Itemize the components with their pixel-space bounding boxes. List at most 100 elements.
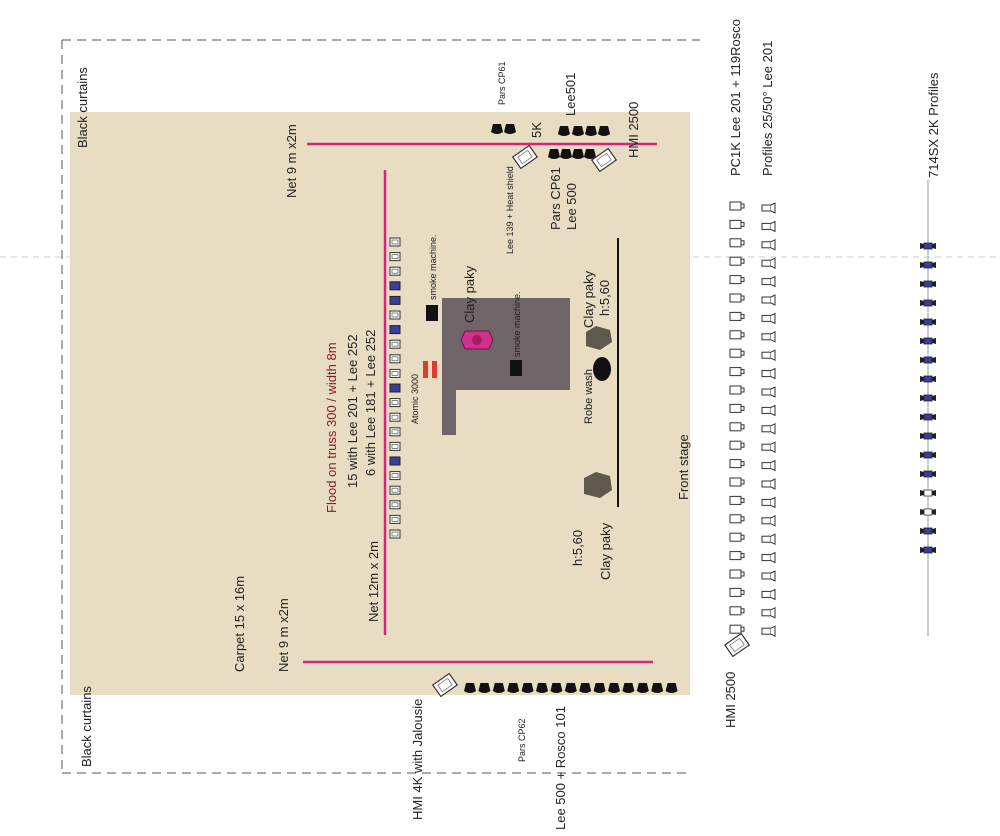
profile-fixture [761,607,776,619]
profile-714sx-fixture [919,375,937,383]
label-clay-paky-1: Clay paky [462,265,477,323]
truss-flood-fixture [389,500,401,510]
par-fixture [536,683,548,693]
label-hmi-4k: HMI 4K with Jalousie [410,699,425,820]
par-fixture [598,126,610,136]
truss-flood-fixture [389,529,401,539]
profile-714sx-fixture [919,280,937,288]
label-profiles: Profiles 25/50° Lee 201 [760,41,775,176]
par-fixture [622,683,635,693]
profile-fixture [761,276,776,288]
stage-carpet [70,112,690,695]
profile-714sx-fixture [919,527,937,535]
profile-fixture [761,423,776,435]
par-fixture [492,683,505,693]
truss-flood-fixture [389,471,401,481]
label-lee500-rosco: Lee 500 + Rosco 101 [553,706,568,830]
pc1k-fixture [729,275,745,285]
pc1k-fixture [729,477,745,487]
truss-flood-fixture [389,325,401,335]
pc1k-fixture [729,606,745,616]
profile-fixture [761,588,776,600]
truss-flood-fixture [389,237,401,247]
pc1k-fixture [729,495,745,505]
profile-fixture [761,220,776,232]
bottom-pars [464,683,678,693]
flood-truss-fixtures [389,237,401,539]
label-h560-2: h:5,60 [570,530,585,566]
profile-fixture [761,368,776,380]
profile-714sx-fixture [919,337,937,345]
truss-flood-fixture [389,441,401,451]
par-fixture [550,683,563,693]
pc1k-fixture [729,569,745,579]
truss-flood-fixture [389,368,401,378]
pc1k-fixture [729,201,745,211]
label-lee501: Lee501 [563,73,578,116]
label-smoke-machine-1: smoke machine. [428,234,438,300]
label-flood-truss: Flood on truss 300 / width 8m [324,342,339,513]
par-fixture [585,126,597,136]
truss-flood-fixture [389,427,401,437]
profile-fixture [761,570,776,582]
truss-flood-fixture [389,412,401,422]
clay-paky-front-1 [586,326,612,350]
pc1k-fixture [729,219,745,229]
profile-fixture [761,257,776,269]
truss-flood-fixture [389,514,401,524]
truss-flood-fixture [389,295,401,305]
profile-714sx-fixture [919,508,937,516]
label-pars-cp61-mid: Pars CP61 [548,167,563,230]
profile-fixture [761,349,776,361]
label-lee500-mid: Lee 500 [564,183,579,230]
profile-714sx-fixture [919,432,937,440]
label-smoke-machine-2: smoke machine. [512,291,522,357]
profile-fixture [761,478,776,490]
label-pc1k: PC1K Lee 201 + 119Rosco [728,19,743,176]
par-fixture [507,683,520,693]
profile-fixture [761,202,776,214]
pc1k-fixture [729,311,745,321]
atomic-strobe [423,361,437,378]
truss-flood-fixture [389,485,401,495]
par-fixture [564,683,577,693]
par-fixture [608,683,620,693]
par-fixture [584,149,596,159]
profile-fixture [761,331,776,343]
truss-flood-fixture [389,252,401,262]
truss-flood-fixture [389,398,401,408]
profile-fixture [761,625,776,637]
pc1k-fixture [729,367,745,377]
robe-wash-fixture [593,357,611,381]
profile-fixture [761,515,776,527]
label-clay-paky-2: Clay paky [581,270,596,328]
pc1k-column [729,201,745,634]
label-flood-line2: 15 with Lee 201 + Lee 252 [345,334,360,488]
truss-flood-fixture [389,281,401,291]
label-front-stage: Front stage [676,434,691,500]
profile-714sx-fixture [919,546,937,554]
par-fixture [651,683,664,693]
smoke-machine-box-1 [426,305,438,321]
profile-fixture [761,386,776,398]
label-flood-line3: 6 with Lee 181 + Lee 252 [363,330,378,476]
pc1k-fixture [729,459,745,469]
label-net-9m-top: Net 9 m x2m [284,124,299,198]
par-fixture [464,683,476,693]
label-714sx-profiles: 714SX 2K Profiles [926,72,941,178]
profile-fixture [761,441,776,453]
pc1k-fixture [729,587,745,597]
pc1k-fixture [729,256,745,266]
pc1k-fixture [729,514,745,524]
truss-flood-fixture [389,383,401,393]
par-fixture [572,126,584,136]
pc1k-fixture [729,440,745,450]
label-hmi-2500-bottom: HMI 2500 [723,672,738,728]
par-fixture [504,124,516,134]
par-fixture [558,126,570,136]
profile-fixture [761,496,776,508]
profile-fixture [761,312,776,324]
profile-714sx-fixture [919,261,937,269]
pc1k-fixture [729,330,745,340]
